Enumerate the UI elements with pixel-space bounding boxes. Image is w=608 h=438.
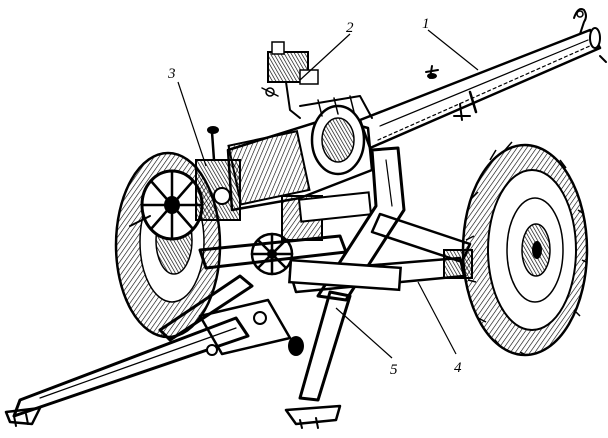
leader-5 [335,307,393,359]
cradle [226,95,374,212]
callout-label-5: 5 [390,362,398,378]
callout-label-2: 2 [346,20,354,36]
sight [261,41,319,119]
barrel [358,8,607,150]
leader-1 [427,29,479,71]
callout-leaders [177,29,479,359]
callout-label-4: 4 [454,360,462,376]
leader-2 [299,33,351,81]
callout-label-1: 1 [422,16,430,32]
axle-and-trails [4,146,473,429]
leader-4 [417,281,457,355]
callout-labels: 1 2 3 4 5 [167,16,462,378]
right-wheel [461,141,589,357]
elevating-handwheel [129,126,241,241]
right-wheel-lugs [465,141,587,355]
leader-3 [177,81,207,167]
traverse-mechanism [198,191,373,276]
callout-label-3: 3 [167,66,176,82]
